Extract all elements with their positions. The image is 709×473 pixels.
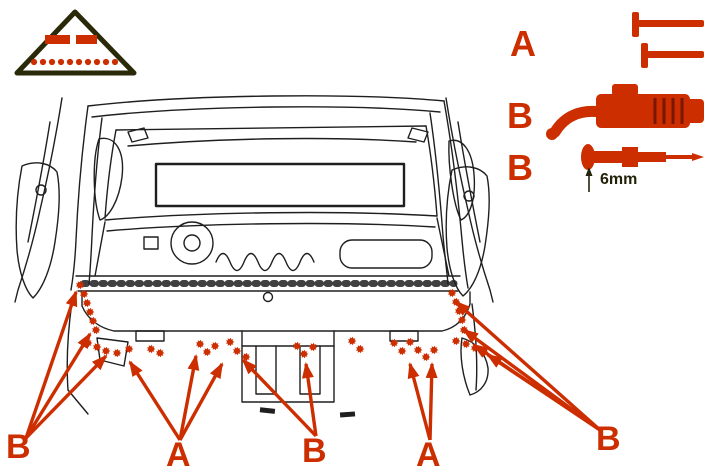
weld-point: [101, 346, 111, 356]
car-body-line-art: [14, 95, 494, 418]
plug-weld-size-note: 6mm: [600, 171, 638, 188]
callout-arrow: [301, 362, 318, 437]
weld-point: [454, 306, 464, 316]
callout-arrow: [241, 358, 318, 438]
weld-point: [82, 298, 92, 308]
callout-arrow: [178, 362, 224, 441]
plug-weld-bit-icon: [581, 144, 704, 192]
weld-point: [389, 338, 399, 348]
callout-arrow: [178, 354, 200, 441]
weld-point: [92, 342, 102, 352]
callout-arrow: [128, 360, 182, 441]
weld-point: [292, 341, 302, 351]
weld-point: [451, 297, 461, 307]
weld-point: [461, 339, 471, 349]
legend-label-b-torch: B: [507, 95, 533, 136]
callout-label-b-2: B: [302, 432, 327, 470]
weld-point: [308, 342, 318, 352]
weld-point: [479, 347, 489, 357]
weld-point: [91, 325, 101, 335]
legend-label-a: A: [510, 23, 536, 64]
callout-arrow: [24, 354, 108, 440]
callout-arrow: [407, 362, 432, 441]
callout-label-a-1: A: [166, 436, 191, 473]
weld-point: [124, 344, 134, 354]
weld-point: [421, 352, 431, 362]
callout-label-b-0: B: [6, 428, 31, 466]
weld-point: [232, 346, 242, 356]
weld-point: [75, 280, 85, 290]
weld-point: [83, 338, 93, 348]
spot-weld-gun-icon: [632, 12, 704, 68]
weld-points-layer: [75, 280, 489, 362]
weld-point: [155, 348, 165, 358]
callout-arrow: [24, 290, 78, 439]
weld-point: [85, 307, 95, 317]
spot-weld-warning-icon: [14, 9, 137, 76]
weld-point: [457, 315, 467, 325]
weld-point: [429, 345, 439, 355]
weld-point: [447, 288, 457, 298]
weld-point: [405, 337, 415, 347]
weld-point: [241, 352, 251, 362]
callout-label-a-3: A: [416, 436, 441, 473]
weld-point: [88, 316, 98, 326]
weld-point: [195, 339, 205, 349]
weld-point: [225, 337, 235, 347]
callout-arrow: [454, 300, 602, 432]
weld-point: [397, 346, 407, 356]
weld-point: [470, 343, 480, 353]
weld-point: [299, 349, 309, 359]
weld-point: [79, 289, 89, 299]
weld-point: [355, 344, 365, 354]
weld-point: [202, 347, 212, 357]
callout-label-b-4: B: [596, 420, 621, 458]
mig-torch-icon: [546, 84, 704, 140]
legend-label-b-plug: B: [507, 147, 533, 188]
weld-point: [210, 341, 220, 351]
weld-point: [347, 336, 357, 346]
weld-point: [451, 336, 461, 346]
weld-point: [459, 325, 469, 335]
callout-arrow: [462, 328, 602, 432]
callout-arrows-layer: [24, 290, 602, 441]
weld-point: [413, 345, 423, 355]
callout-arrow: [425, 362, 438, 441]
callout-arrow: [24, 332, 92, 439]
weld-point: [146, 344, 156, 354]
weld-point: [112, 348, 122, 358]
